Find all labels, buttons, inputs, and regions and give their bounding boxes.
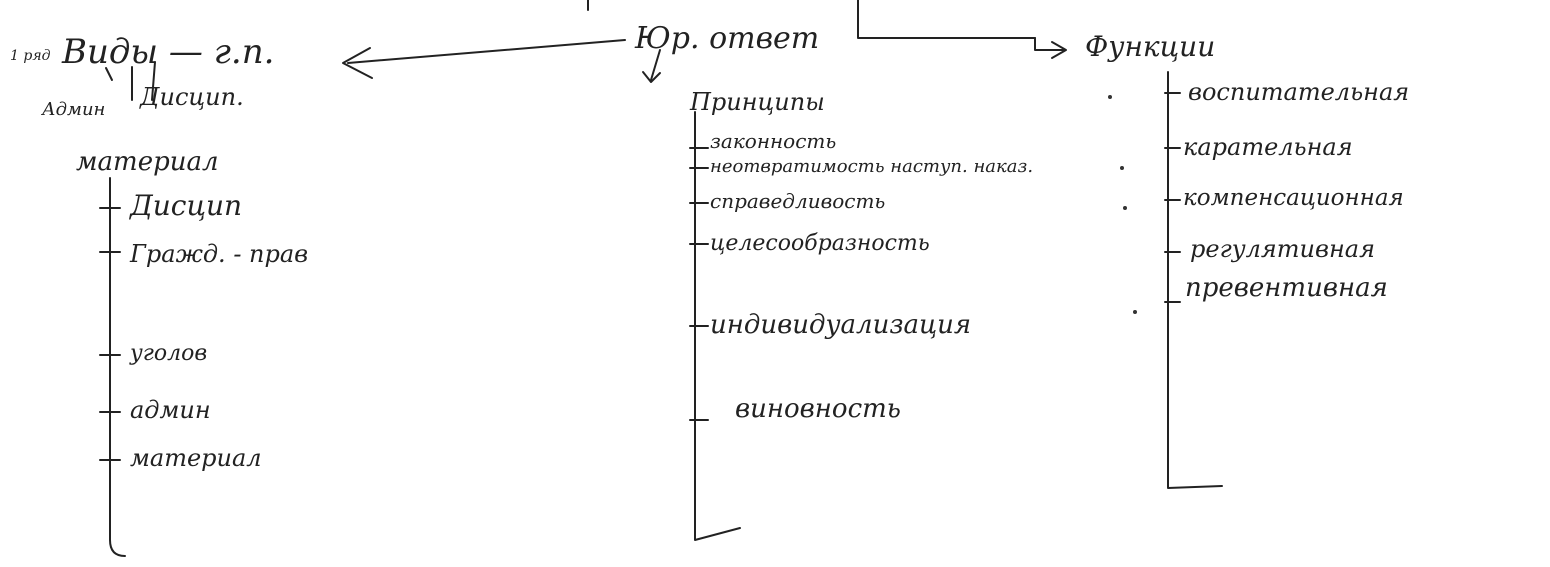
principles-bracket-line: [694, 111, 741, 541]
types-title: Виды — г.п.: [61, 32, 274, 72]
functions-item-3: регулятивная: [1190, 235, 1375, 263]
types-item-3: админ: [130, 396, 211, 424]
types-sub-admin: Админ: [40, 99, 105, 120]
types-item-0: Дисцип: [128, 189, 242, 222]
arrow-to-functions: [1034, 37, 1066, 51]
types-item-4: материал: [130, 444, 262, 472]
dot-marker: [1120, 166, 1124, 170]
principles-item-2: справедливость: [710, 189, 885, 213]
functions-item-4: превентивная: [1185, 273, 1388, 303]
functions-item-0: воспитательная: [1188, 78, 1409, 106]
principles-item-3: целесообразность: [710, 231, 930, 256]
arrow-head-left-icon: [342, 47, 373, 79]
functions-title: Функции: [1085, 30, 1215, 63]
dot-marker: [1108, 95, 1112, 99]
functions-item-2: компенсационная: [1183, 185, 1404, 211]
types-prefix: 1 ряд: [10, 48, 51, 64]
top-connector-line: [857, 0, 1036, 39]
principles-item-5: виновность: [735, 394, 901, 424]
types-arrow-down: [151, 61, 156, 101]
arrow-to-principles: [650, 49, 661, 81]
principles-item-1: неотвратимость наступ. наказ.: [710, 156, 1033, 177]
dot-marker: [1123, 206, 1127, 210]
types-bracket-line: [109, 177, 126, 557]
material-group-title: материал: [76, 147, 219, 177]
arrow-head-down-icon: [642, 71, 661, 83]
center-node: Юр. ответ: [634, 21, 819, 56]
arrow-to-types: [347, 39, 626, 64]
arrow-head-right-icon: [1051, 41, 1067, 59]
principles-title: Принципы: [689, 88, 825, 116]
types-caret-left: [105, 67, 113, 81]
principles-item-4: индивидуализация: [710, 310, 971, 340]
types-sub-discip: Дисцип.: [139, 83, 244, 111]
functions-item-1: карательная: [1183, 133, 1353, 161]
types-item-1: Гражд. - прав: [129, 240, 308, 268]
types-item-2: уголов: [129, 341, 207, 366]
principles-item-0: законность: [710, 129, 836, 153]
functions-bracket-line: [1167, 71, 1223, 489]
dot-marker: [1133, 310, 1137, 314]
